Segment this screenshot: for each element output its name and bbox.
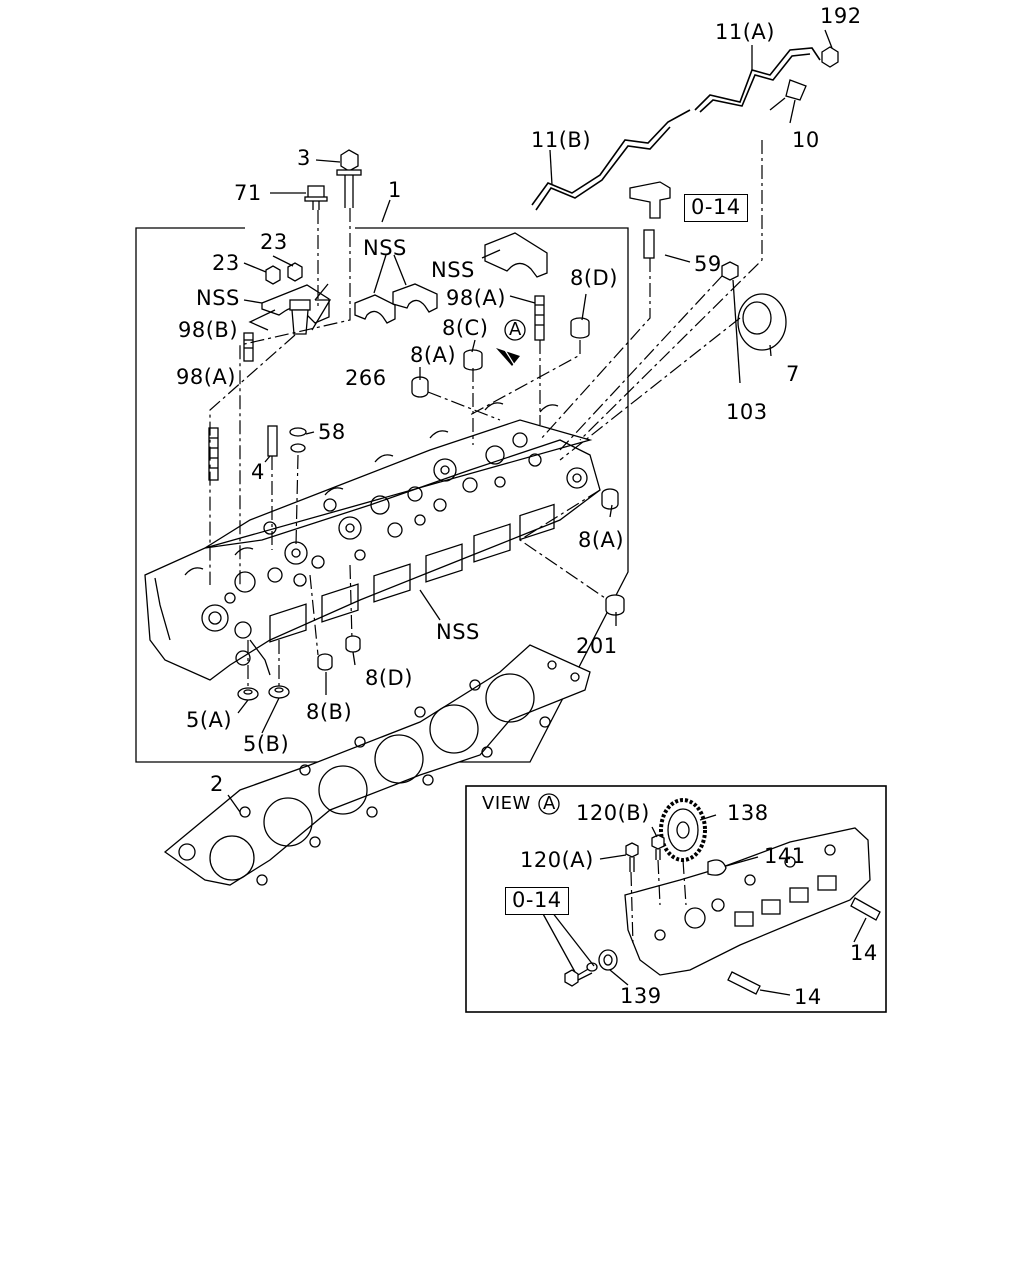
callout-8d-top: 8(D) (570, 266, 618, 290)
view-mark-a-inset: A (543, 793, 556, 814)
view-a-callout-120a: 120(A) (520, 848, 594, 872)
washer-58 (289, 427, 307, 453)
leader-lines (227, 29, 833, 813)
view-a-phantom (630, 859, 687, 946)
plug-8b (317, 653, 333, 671)
callout-58: 58 (318, 420, 346, 444)
view-a-bolt-120a (625, 842, 639, 872)
view-mark-a-main: A (509, 319, 522, 340)
dowel-4 (267, 425, 278, 457)
view-a-callout-139: 139 (620, 984, 662, 1008)
callout-nss-bottom: NSS (436, 620, 480, 644)
direction-arrow-a (496, 348, 520, 367)
callout-nss-left: NSS (196, 286, 240, 310)
view-a-stud-14-right (850, 897, 881, 921)
callout-59: 59 (694, 252, 722, 276)
plug-8c (463, 349, 483, 371)
callout-71: 71 (234, 181, 262, 205)
pin-59 (643, 229, 655, 259)
bolt-3 (336, 149, 362, 208)
head-gasket (163, 644, 591, 886)
callout-4: 4 (251, 460, 265, 484)
view-a-bushing-139 (598, 949, 618, 971)
view-a-callout-0-14: 0-14 (505, 887, 569, 915)
view-a-title: VIEW (482, 793, 531, 814)
bolt-71 (304, 185, 328, 210)
callout-201: 201 (576, 634, 618, 658)
callout-7: 7 (786, 362, 800, 386)
callout-10: 10 (792, 128, 820, 152)
view-a-callout-120b: 120(B) (576, 801, 650, 825)
callout-8d-bottom: 8(D) (365, 666, 413, 690)
injector-sleeve-266 (289, 299, 311, 335)
callout-103: 103 (726, 400, 768, 424)
view-a-stud-14-bottom (727, 971, 761, 995)
callout-98a-left: 98(A) (176, 365, 236, 389)
callout-0-14-top: 0-14 (684, 194, 748, 222)
fuel-pipe-11a (694, 47, 821, 113)
view-mark-circle-main (504, 319, 526, 341)
callout-11b: 11(B) (531, 128, 592, 152)
plug-8a-right (601, 488, 619, 510)
nut-192 (821, 46, 839, 68)
callout-98b: 98(B) (178, 318, 239, 342)
callout-8b: 8(B) (306, 700, 353, 724)
callout-2: 2 (210, 772, 224, 796)
seal-7 (737, 293, 787, 351)
seals-5 (237, 685, 290, 701)
nuts-23 (265, 262, 303, 285)
connector-10 (769, 79, 807, 111)
view-a-camshaft-gear-138 (659, 798, 707, 862)
plug-8d-bottom (345, 635, 361, 653)
bearing-cap-nss-right (484, 232, 548, 278)
view-a-callout-141: 141 (764, 844, 806, 868)
bearing-caps-nss-middle (354, 283, 438, 324)
view-a-bolt-120b (651, 834, 665, 860)
assembly-boundary (135, 227, 629, 763)
callout-nss-right: NSS (431, 258, 475, 282)
view-a-leaders (541, 814, 867, 996)
callout-8c: 8(C) (442, 316, 489, 340)
view-a-callout-14-bottom: 14 (794, 985, 822, 1009)
callout-5a: 5(A) (186, 708, 233, 732)
view-mark-circle-inset (538, 793, 560, 815)
callout-98a-top: 98(A) (446, 286, 506, 310)
view-a-cylinder-head (624, 827, 871, 976)
callout-23-left: 23 (212, 251, 240, 275)
callout-1: 1 (388, 178, 402, 202)
plug-8d-top (570, 317, 590, 339)
stud-98b (243, 332, 254, 362)
callout-nss-middle: NSS (363, 236, 407, 260)
callout-192: 192 (820, 4, 862, 28)
bolt-103 (721, 261, 739, 281)
callout-11a: 11(A) (715, 20, 775, 44)
callout-5b: 5(B) (243, 732, 290, 756)
bracket-0-14 (629, 181, 671, 219)
callout-3: 3 (297, 146, 311, 170)
callout-266: 266 (345, 366, 387, 390)
seal-201 (605, 594, 625, 616)
callout-23-right: 23 (260, 230, 288, 254)
callout-8a-top: 8(A) (410, 343, 457, 367)
callout-8a-right: 8(A) (578, 528, 625, 552)
view-a-bolt-0-14 (564, 962, 598, 987)
phantom-lines (209, 140, 763, 688)
view-a-callout-138: 138 (727, 801, 769, 825)
view-a-plug-141 (707, 859, 727, 876)
view-a-callout-14-right: 14 (850, 941, 878, 965)
stud-98a-top (534, 295, 545, 341)
view-a-frame (465, 785, 887, 1013)
